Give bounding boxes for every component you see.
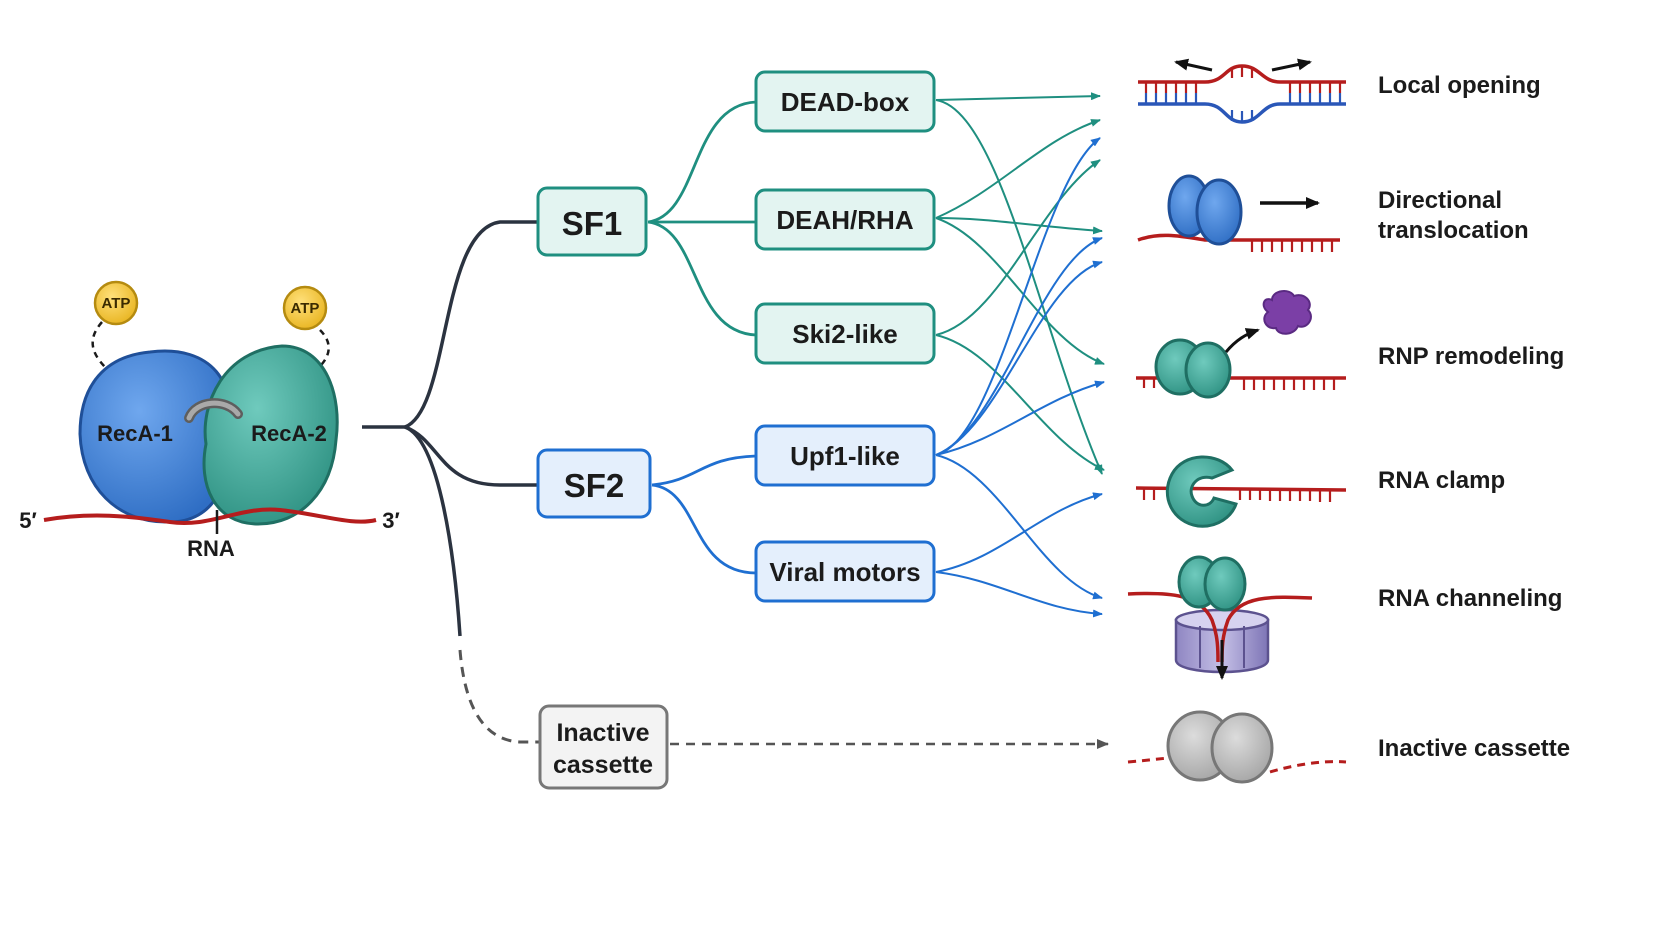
deah-rha-node[interactable]: DEAH/RHA [754,188,936,251]
reca2-label: RecA-2 [251,421,327,446]
reca1-label: RecA-1 [97,421,173,446]
ski2-like-node[interactable]: Ski2-like [754,302,936,365]
outcome-rnp-remodeling: RNP remodeling [1378,343,1564,370]
local-opening-icon [1138,58,1346,124]
reca-domains-illustration: ATP ATP RecA-1 RecA-2 5′ 3′ RNA [19,280,400,561]
inactive-node-line2: cassette [553,751,653,779]
outcome-local-opening: Local opening [1378,72,1541,99]
outcome-directional-line2: translocation [1378,217,1529,244]
trunk-to-sf1 [404,220,538,429]
atp-tether-right [315,329,330,371]
dead-box-label: DEAD-box [781,87,910,117]
rna-clamp-icon [1135,455,1347,528]
inactive-dashed-branch [458,649,540,744]
upf1-like-label: Upf1-like [790,441,900,471]
viral-motors-node[interactable]: Viral motors [754,540,936,603]
inactive-cassette-node[interactable]: Inactive cassette [538,704,669,790]
sf1-label: SF1 [562,205,623,242]
deah-rha-label: DEAH/RHA [776,205,913,235]
sf2-node[interactable]: SF2 [536,448,652,519]
outcome-inactive-cassette: Inactive cassette [1378,735,1570,762]
sf2-branches [651,454,757,575]
sf1-node[interactable]: SF1 [536,186,648,257]
outcome-rna-channeling: RNA channeling [1378,585,1562,612]
five-prime-label: 5′ [19,508,37,533]
directional-translocation-icon [1137,174,1340,252]
atp-right-icon [282,285,328,331]
trunk-to-sf2 [404,425,538,487]
dead-box-node[interactable]: DEAD-box [754,70,936,133]
three-prime-label: 3′ [382,508,400,533]
atp-left-label: ATP [102,295,131,312]
rna-channeling-icon [1127,555,1313,680]
upf1-like-node[interactable]: Upf1-like [754,424,936,487]
sf1-branches [647,100,757,337]
ski2-like-label: Ski2-like [792,319,898,349]
trunk-to-inactive [404,425,462,637]
inactive-node-line1: Inactive [556,719,649,747]
viral-motors-label: Viral motors [769,557,920,587]
classification-trunk [362,220,538,637]
inactive-cassette-icon [1127,710,1347,784]
rna-strand [43,507,377,525]
outcome-rna-clamp: RNA clamp [1378,467,1505,494]
outcome-directional-line1: Directional [1378,187,1502,214]
atp-left-icon [93,280,139,326]
sf2-outcome-arrows [935,137,1105,618]
rnp-remodeling-icon [1136,290,1346,399]
sf1-outcome-arrows [935,92,1105,475]
sf2-label: SF2 [564,467,625,504]
rna-label: RNA [187,536,235,561]
atp-tether-left [91,321,107,369]
atp-right-label: ATP [291,300,320,317]
